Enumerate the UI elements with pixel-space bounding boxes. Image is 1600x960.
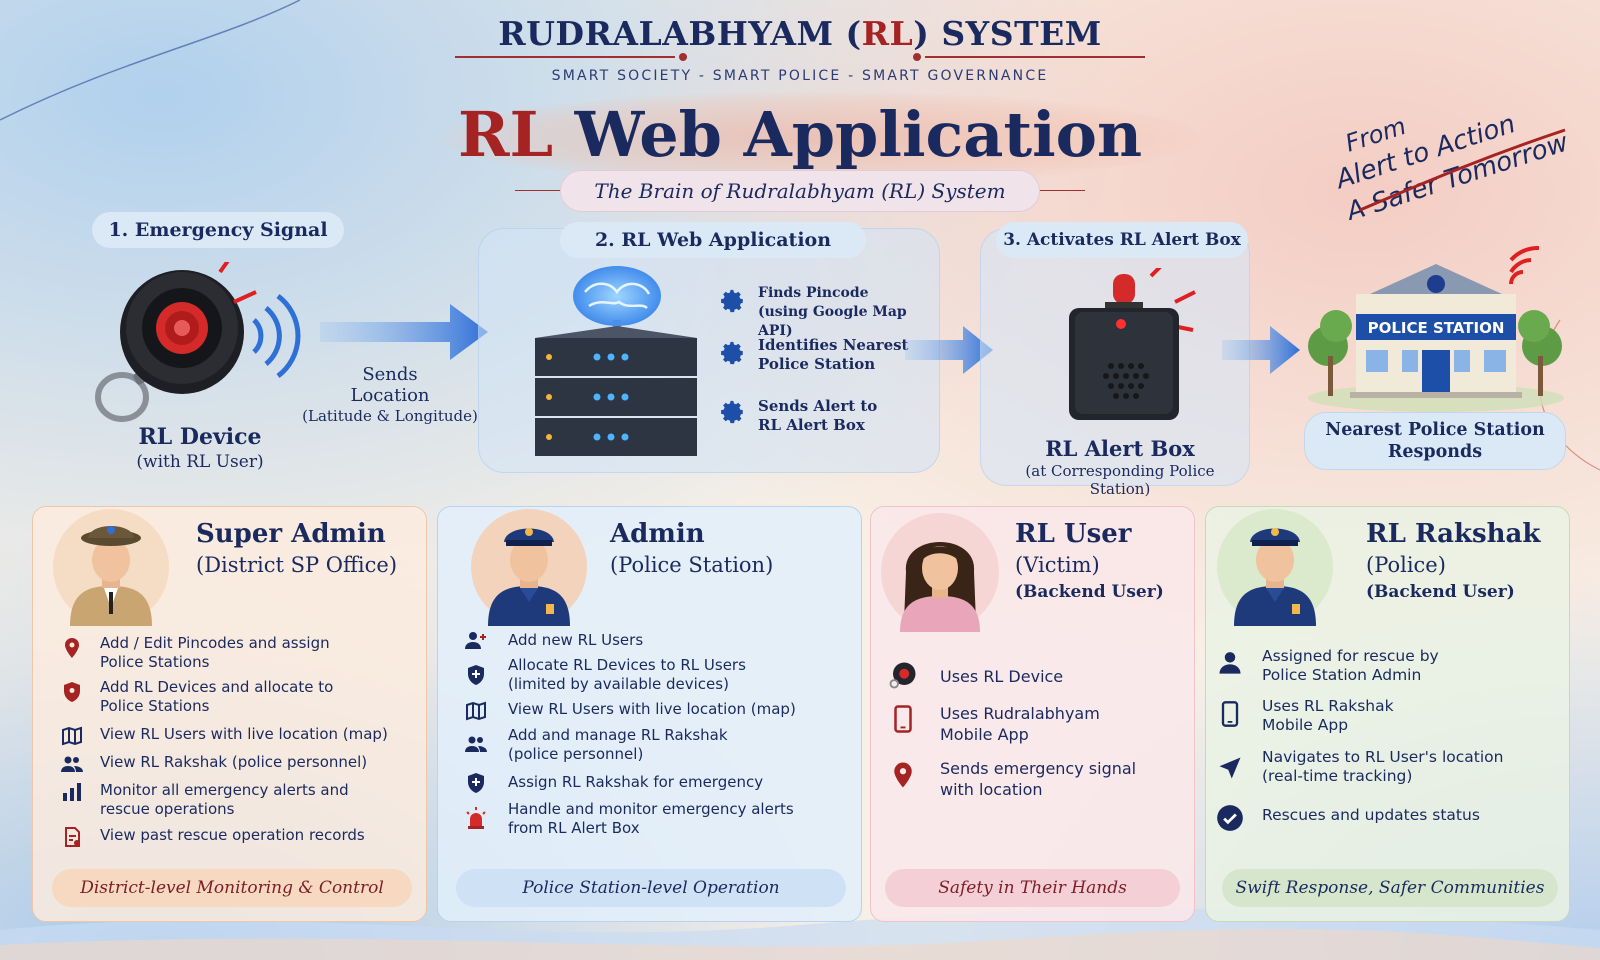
super-admin-avatar	[53, 509, 169, 626]
add-user-icon	[465, 632, 486, 649]
navigation-icon	[1219, 757, 1241, 779]
alert-box-name: RL Alert Box	[1045, 436, 1195, 461]
super-admin-item: View RL Rakshak (police personnel)	[100, 753, 368, 771]
sends-location-caption: Sends Location (Latitude & Longitude)	[302, 364, 478, 425]
phone-icon	[894, 705, 912, 733]
slogan-underline	[1359, 128, 1566, 212]
check-circle-icon	[1217, 805, 1243, 831]
user-icon	[1219, 652, 1241, 674]
rl-device-sub: (with RL User)	[136, 452, 264, 472]
admin-item: Assign RL Rakshak for emergency	[508, 773, 764, 791]
step-rl-web-application: 2. RL Web Application	[560, 222, 866, 258]
shield-pin-icon	[64, 682, 80, 702]
title-rule-right	[925, 56, 1145, 58]
police-station-sign: POLICE STATION	[1368, 319, 1505, 337]
rl-rakshak-item: Rescues and updates status	[1262, 806, 1480, 824]
map-icon	[62, 726, 82, 746]
shield-icon	[468, 773, 484, 793]
flow-arrow-1	[320, 304, 488, 360]
flow-arrow-3	[1222, 326, 1300, 374]
rl-rakshak-avatar	[1217, 509, 1333, 626]
alert-box-illustration	[1069, 268, 1196, 420]
slogan: From Alert to Action A Safer Tomorrow	[1331, 109, 1573, 220]
title-dot-left	[679, 53, 687, 61]
feature-find-pincode: Finds Pincode(using Google Map API)	[758, 285, 907, 339]
location-pin-icon	[65, 638, 79, 658]
people-icon	[465, 736, 487, 752]
admin-footer: Police Station-level Operation	[456, 869, 846, 907]
rl-rakshak-footer: Swift Response, Safer Communities	[1222, 869, 1558, 907]
step-activate-alert-box: 3. Activates RL Alert Box	[996, 222, 1248, 258]
subtitle-rule-left	[515, 190, 560, 191]
title-rule-left	[455, 56, 675, 58]
rl-user-footer: Safety in Their Hands	[885, 869, 1180, 907]
bar-chart-icon	[63, 783, 81, 801]
title-dot-right	[913, 53, 921, 61]
rl-device-icon	[889, 662, 916, 689]
shield-icon	[468, 665, 484, 685]
flow-arrow-2	[905, 326, 993, 374]
rl-rakshak-subtitle2: (Backend User)	[1366, 582, 1515, 602]
rl-user-avatar	[881, 513, 999, 632]
admin-item: View RL Users with live location (map)	[508, 700, 796, 718]
map-icon	[466, 701, 486, 721]
location-pin-icon	[894, 762, 912, 788]
police-station-illustration: POLICE STATION	[1308, 246, 1564, 412]
gear-icon	[721, 289, 743, 313]
people-icon	[61, 756, 83, 772]
rl-user-subtitle: (Victim)	[1015, 553, 1100, 577]
phone-icon	[1221, 701, 1239, 727]
admin-item: Add and manage RL Rakshak(police personn…	[508, 726, 728, 763]
super-admin-footer: District-level Monitoring & Control	[52, 869, 412, 907]
rl-user-title: RL User	[1015, 519, 1132, 549]
system-title: RUDRALABHYAM (RL) SYSTEM	[498, 14, 1102, 53]
rl-rakshak-subtitle: (Police)	[1366, 553, 1446, 577]
server-brain-illustration	[535, 266, 697, 456]
super-admin-title: Super Admin	[196, 519, 386, 549]
admin-avatar	[471, 509, 587, 626]
super-admin-item: View past rescue operation records	[100, 826, 365, 844]
siren-icon	[466, 807, 486, 829]
rl-rakshak-title: RL Rakshak	[1366, 519, 1541, 549]
admin-item: Add new RL Users	[508, 631, 644, 649]
rl-rakshak-item: Navigates to RL User's location(real-tim…	[1262, 748, 1504, 785]
super-admin-item: View RL Users with live location (map)	[100, 725, 388, 743]
gear-icon	[721, 341, 743, 365]
rl-user-item: Uses RL Device	[940, 667, 1064, 686]
admin-subtitle: (Police Station)	[610, 553, 774, 577]
rl-device-name: RL Device	[138, 424, 262, 450]
rl-device-illustration	[95, 262, 301, 422]
rl-user-subtitle2: (Backend User)	[1015, 582, 1164, 602]
alert-box-sub: (at Corresponding Police Station)	[1025, 462, 1215, 498]
super-admin-subtitle: (District SP Office)	[196, 553, 398, 577]
subtitle-rule-right	[1040, 190, 1085, 191]
admin-item: Allocate RL Devices to RL Users(limited …	[508, 656, 746, 693]
records-icon	[65, 827, 80, 847]
gear-icon	[721, 400, 743, 424]
hero-brush-stroke	[440, 92, 1200, 184]
hero-title: RL Web Application	[457, 98, 1143, 171]
system-tagline: SMART SOCIETY - SMART POLICE - SMART GOV…	[551, 68, 1049, 84]
subtitle-pill: The Brain of Rudralabhyam (RL) System	[560, 170, 1040, 212]
admin-title: Admin	[610, 519, 705, 549]
step-emergency-signal: 1. Emergency Signal	[92, 212, 344, 248]
